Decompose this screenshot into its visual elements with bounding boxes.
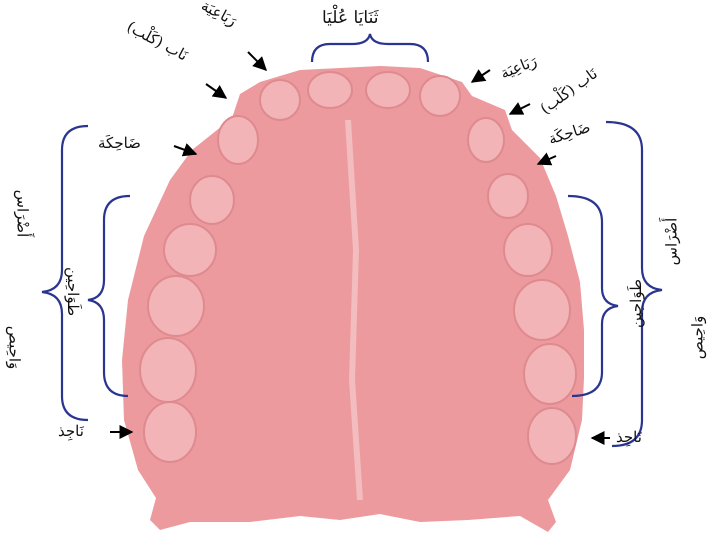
label-grinders-left: طَوَاحِين [65,267,80,316]
tooth-right-7 [420,76,460,116]
bracket-incisors [312,34,428,62]
tooth-left-7 [260,80,300,120]
label-molar-right: نَاجِذ [616,430,642,445]
tooth-right-1 [528,408,576,464]
label-grinders-right: طَوَاحِين [629,279,644,328]
tooth-right-5 [488,174,528,218]
tooth-right-2 [524,344,576,404]
label-molars-group-right: أَضْرَاس [664,218,679,266]
tooth-left-4 [164,224,216,276]
label-molars-plural-right: وَاحِيص [690,316,705,360]
tooth-right-6 [468,118,504,162]
tooth-left-6 [218,116,258,164]
label-upper-incisors: ثَنَايَا عُلْيَا [322,10,378,27]
arrow-lateral-left [248,52,266,70]
tooth-left-8 [308,72,352,108]
tooth-right-8 [366,72,410,108]
arrow-lateral-right [472,70,490,82]
arrow-canine-left [206,84,226,98]
label-premolar-left: ضَاحِكَة [98,136,141,151]
label-molar-left: نَاجِذ [58,424,84,439]
tooth-left-3 [148,276,204,336]
label-molars-group-left: أَضْرَاس [14,190,29,238]
upper-palate [122,66,584,532]
label-molars-plural-left: وَاحِيص [6,326,21,370]
tooth-left-5 [190,176,234,224]
tooth-right-4 [504,224,552,276]
tooth-left-1 [144,402,196,462]
tooth-right-3 [514,280,570,340]
arrow-canine-right [510,104,530,114]
tooth-left-2 [140,338,196,402]
